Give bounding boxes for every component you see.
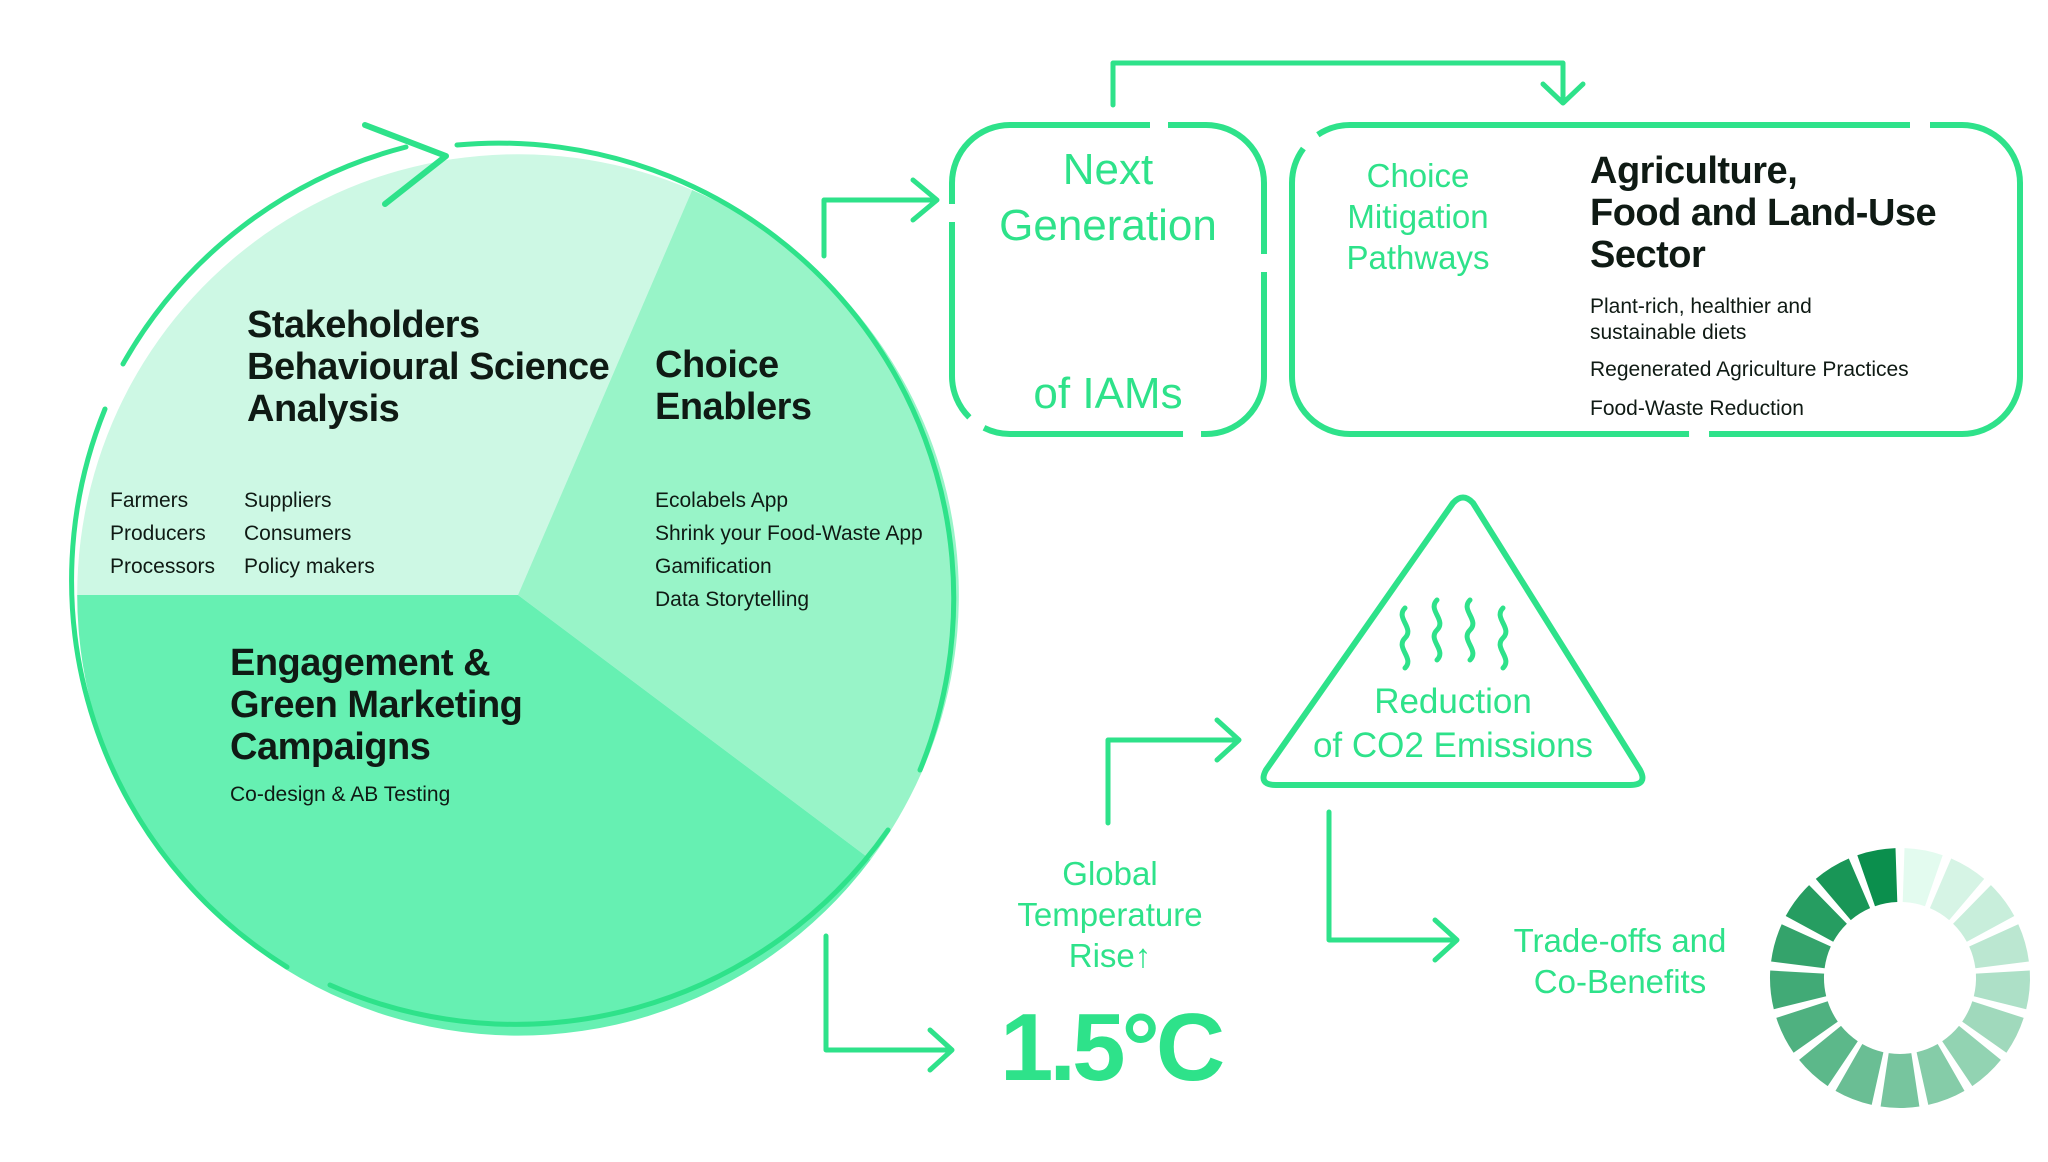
sdg-wheel-segment xyxy=(1835,1044,1884,1105)
agriculture-title: Agriculture, Food and Land-Use Sector xyxy=(1590,150,1937,276)
agriculture-item-3: Food-Waste Reduction xyxy=(1590,397,1804,420)
arrow-to-iams xyxy=(821,197,938,259)
engagement-title: Engagement & Green Marketing Campaigns xyxy=(230,642,523,768)
sdg-wheel-segment xyxy=(1880,1053,1920,1108)
arrow-temp-to-emissions xyxy=(1105,737,1240,826)
sdg-wheel-segment xyxy=(1973,970,2031,1010)
heat-waves-icon xyxy=(1399,597,1509,671)
sdg-wheel-segment xyxy=(1799,1025,1858,1087)
stakeholders-title: Stakeholders Behavioural Science Analysi… xyxy=(247,304,610,430)
pathways-label: Choice Mitigation Pathways xyxy=(1346,157,1490,276)
agriculture-box xyxy=(1289,122,2023,437)
stakeholders-list-1: Farmers Producers Processors xyxy=(110,489,216,578)
cycle-arrowhead xyxy=(362,122,449,207)
stakeholders-list-2: Suppliers Consumers Policy makers xyxy=(244,489,375,578)
choice-enablers-title: Choice Enablers xyxy=(655,344,812,428)
cycle-pie xyxy=(77,154,959,1036)
sdg-wheel-segment xyxy=(1902,848,1943,907)
sdg-wheel-segment xyxy=(1815,858,1871,921)
sdg-wheel-segment xyxy=(1857,848,1898,907)
sdg-wheel-segment xyxy=(1942,1025,2001,1087)
iams-footer: of IAMs xyxy=(1033,369,1183,418)
sdg-wheel-segment xyxy=(1929,858,1985,921)
engagement-subtitle: Co-design & AB Testing xyxy=(230,783,451,806)
iams-heading: Next Generation xyxy=(999,145,1217,250)
iams-box xyxy=(949,122,1267,437)
arrow-to-temperature xyxy=(823,933,953,1053)
arrow-emissions-to-tradeoffs xyxy=(1326,809,1458,943)
cycle-ring xyxy=(69,140,957,1027)
sdg-wheel-segment xyxy=(1776,1001,1838,1053)
sdg-wheel-segment xyxy=(1962,1001,2024,1053)
sdg-wheel-segment xyxy=(1953,885,2015,942)
sdg-wheel-segment xyxy=(1771,924,1831,969)
sector-stakeholders xyxy=(77,154,693,596)
tradeoffs-label: Trade-offs and Co-Benefits xyxy=(1513,922,1727,1000)
sdg-wheel-segment xyxy=(1969,924,2029,969)
sector-choice-enablers xyxy=(518,190,959,860)
temperature-value: 1.5°C xyxy=(1000,994,1225,1101)
agriculture-item-1: Plant-rich, healthier and sustainable di… xyxy=(1590,295,1812,344)
agriculture-item-2: Regenerated Agriculture Practices xyxy=(1590,358,1909,381)
arrow-iams-to-agri xyxy=(1110,60,1566,108)
emissions-label: Reduction of CO2 Emissions xyxy=(1312,682,1594,765)
choice-enablers-list: Ecolabels App Shrink your Food-Waste App… xyxy=(655,489,923,611)
sdg-wheel-segment xyxy=(1769,970,1827,1010)
connectors xyxy=(821,60,1586,1073)
temperature-label: Global Temperature Rise↑ xyxy=(1017,855,1203,974)
sdg-wheel-segment xyxy=(1785,885,1847,942)
emissions-triangle xyxy=(1260,494,1646,788)
sdg-wheel-segment xyxy=(1916,1044,1965,1105)
sdg-wheel-icon xyxy=(1769,848,2031,1108)
sector-engagement xyxy=(77,595,871,1036)
